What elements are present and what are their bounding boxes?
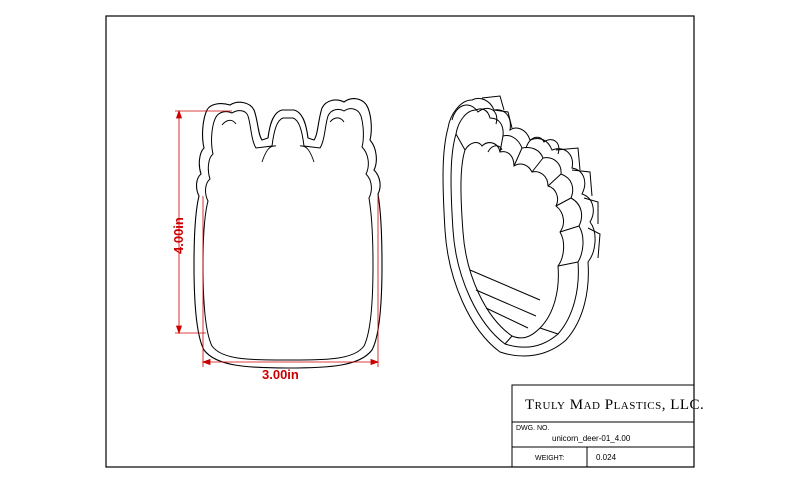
front-view	[193, 98, 383, 369]
height-dimension	[175, 109, 232, 335]
front-horn-detail	[221, 117, 345, 163]
width-dimension-label: 3.00in	[262, 367, 299, 382]
title-block	[511, 384, 695, 468]
weight-label: WEIGHT:	[535, 455, 564, 462]
dwg-no-label: DWG. NO.	[516, 425, 549, 432]
front-outline-inner	[202, 108, 374, 361]
width-dimension	[201, 196, 380, 367]
company-name: Truly Mad Plastics, LLC.	[525, 397, 704, 413]
drawing-border	[105, 15, 695, 468]
front-outline-outer	[193, 98, 383, 369]
dwg-no-value: unicorn_deer-01_4.00	[552, 434, 631, 443]
isometric-view	[442, 95, 601, 357]
height-dimension-label: 4.00in	[171, 217, 186, 254]
weight-value: 0.024	[596, 453, 617, 462]
